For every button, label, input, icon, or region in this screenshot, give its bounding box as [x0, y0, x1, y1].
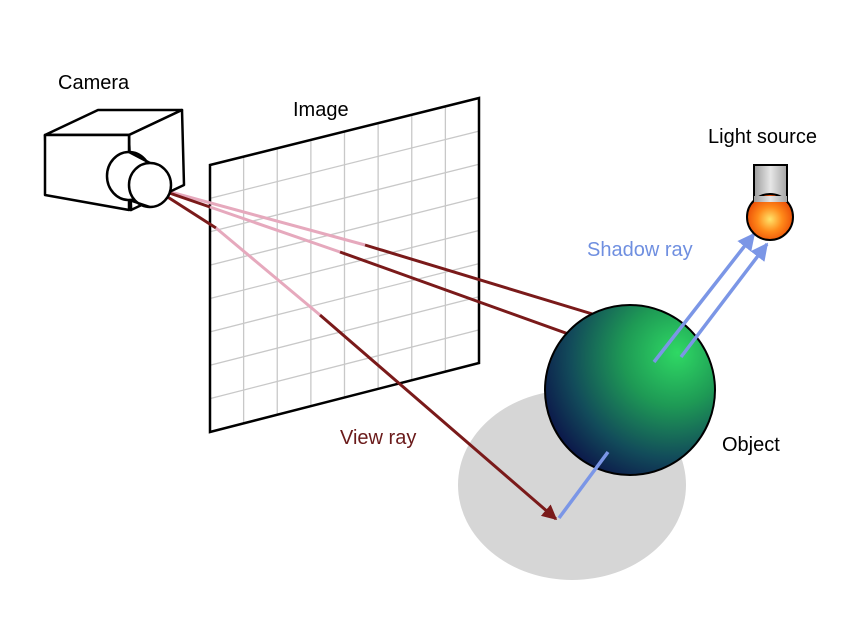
shadow-ray-2: [679, 242, 769, 359]
grid-line-horizontal: [209, 196, 480, 266]
camera-icon: [43, 108, 186, 212]
grid-line-horizontal: [209, 329, 480, 400]
grid-line-horizontal: [209, 262, 480, 333]
shadow-ray-label: Shadow ray: [587, 239, 693, 261]
camera-label: Camera: [58, 72, 130, 94]
grid-line-horizontal: [209, 229, 480, 300]
grid-line-horizontal: [209, 296, 480, 366]
light-source-label: Light source: [708, 126, 817, 148]
view-ray-label: View ray: [340, 427, 417, 449]
image-grid: [209, 106, 480, 424]
view-ray-1-inside: [151, 185, 366, 247]
view-ray-2-behind: [209, 205, 341, 254]
image-label: Image: [293, 99, 349, 121]
shadow-rays: [557, 232, 769, 520]
view-ray-3-behind: [215, 226, 321, 317]
shadow-ray-3: [557, 450, 610, 520]
view-ray-3: [319, 313, 558, 521]
image-plane: [208, 96, 481, 434]
view-ray-1: [364, 243, 634, 330]
grid-line-horizontal: [209, 130, 480, 200]
grid-line-horizontal: [209, 163, 480, 233]
shadow-ray-1: [652, 232, 756, 364]
object-sphere: [544, 304, 716, 476]
light-bulb-icon: [746, 164, 794, 241]
object-label: Object: [722, 434, 780, 456]
